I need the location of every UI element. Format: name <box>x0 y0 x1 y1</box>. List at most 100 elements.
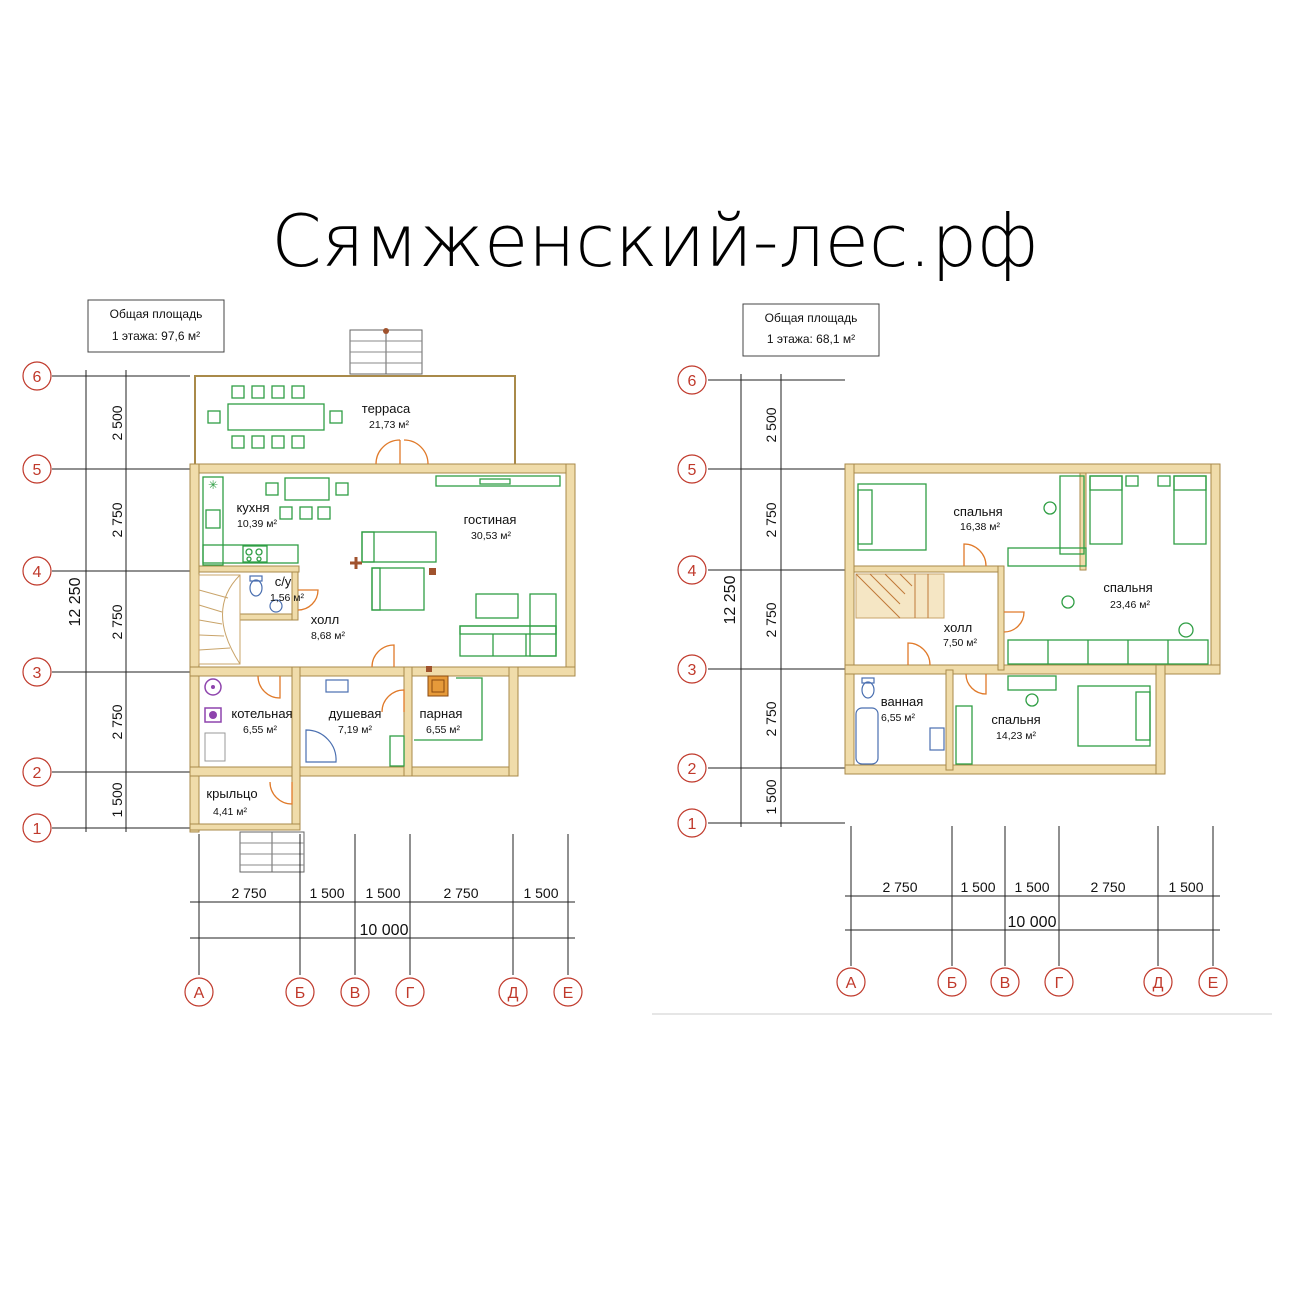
room-steam-area: 6,55 м² <box>426 724 461 736</box>
floor1-room-labels: терраса 21,73 м² кухня 10,39 м² гостиная… <box>206 401 516 818</box>
floor1-column-axes: А Б В Г Д Е <box>184 977 583 1007</box>
room-terrace-area: 21,73 м² <box>369 419 409 431</box>
f2-hdim-4: 2 750 <box>1090 879 1125 895</box>
room-wc-name: с/у <box>275 574 292 589</box>
f2-axis-5: 5 <box>688 462 697 479</box>
terrace-dining-set <box>207 385 343 449</box>
room-boiler-name: котельная <box>231 706 292 721</box>
room-steam-name: парная <box>420 706 463 721</box>
f2-vdim-total: 12 250 <box>722 575 739 624</box>
floor1-wc-fixtures <box>249 575 283 613</box>
f1-hdim-5: 1 500 <box>523 885 558 901</box>
floor2-column-grid <box>845 826 1220 966</box>
light-switch-icon <box>429 568 436 575</box>
room-bedroom2-name: спальня <box>1103 580 1152 595</box>
f1-axis-B: Б <box>295 985 306 1002</box>
room-hall-name: холл <box>311 612 339 627</box>
f1-vdim-3: 2 750 <box>109 604 125 639</box>
shower-fixtures <box>305 679 349 763</box>
kitchen-furniture <box>202 476 349 566</box>
room-hall2-name: холл <box>944 620 972 635</box>
f1-vdim-5: 1 500 <box>109 782 125 817</box>
floor1-plan: Общая площадь 1 этажа: 97,6 м² 6 5 4 3 2… <box>22 299 583 1007</box>
room-living-name: гостиная <box>464 512 517 527</box>
floor2-walls <box>844 463 1221 775</box>
f1-hdim-1: 2 750 <box>231 885 266 901</box>
room-shower-area: 7,19 м² <box>338 724 373 736</box>
floor1-row-grid <box>52 370 190 832</box>
room-kitchen-name: кухня <box>236 500 269 515</box>
f2-axis-1: 1 <box>688 816 697 833</box>
room-hall2-area: 7,50 м² <box>943 637 978 649</box>
f2-hdim-total: 10 000 <box>1008 914 1057 931</box>
floor2-column-axes: А Б В Г Д Е <box>836 967 1228 997</box>
floor1-area-value: 1 этажа: 97,6 м² <box>112 329 200 343</box>
room-bath-name: ванная <box>881 694 924 709</box>
floor2-row-axes: 6 5 4 3 2 1 <box>677 365 707 838</box>
floor2-area-value: 1 этажа: 68,1 м² <box>767 332 855 346</box>
floor2-doors <box>907 543 1025 695</box>
f2-axis-A: А <box>846 975 857 992</box>
room-porch-area: 4,41 м² <box>213 806 248 818</box>
floor1-doors <box>257 439 429 805</box>
f1-vdim-total: 12 250 <box>67 577 84 626</box>
floor1-horizontal-dims: 2 750 1 500 1 500 2 750 1 500 10 000 <box>231 885 558 939</box>
f1-axis-5: 5 <box>33 462 42 479</box>
f2-vdim-1: 2 500 <box>763 407 779 442</box>
steam-room-fixtures <box>389 666 483 767</box>
terrace-stairs <box>349 328 423 375</box>
floor2-horizontal-dims: 2 750 1 500 1 500 2 750 1 500 10 000 <box>882 879 1203 931</box>
floor2-vertical-dims: 2 500 2 750 2 750 2 750 1 500 12 250 <box>722 407 779 814</box>
porch-stairs <box>239 831 305 873</box>
f1-hdim-2: 1 500 <box>309 885 344 901</box>
floor1-area-box <box>87 299 225 353</box>
room-terrace-name: терраса <box>362 401 411 416</box>
room-wc-area: 1,56 м² <box>270 592 305 604</box>
f2-axis-G: Г <box>1055 975 1064 992</box>
f1-axis-G: Г <box>406 985 415 1002</box>
f1-axis-6: 6 <box>33 369 42 386</box>
f2-hdim-3: 1 500 <box>1014 879 1049 895</box>
f1-axis-2: 2 <box>33 765 42 782</box>
floor2-bath-fixtures <box>855 677 945 765</box>
f2-axis-6: 6 <box>688 373 697 390</box>
room-porch-name: крыльцо <box>206 786 257 801</box>
floor2-area-label: Общая площадь <box>765 311 858 325</box>
f1-hdim-3: 1 500 <box>365 885 400 901</box>
room-bedroom2-area: 23,46 м² <box>1110 599 1150 611</box>
f2-axis-2: 2 <box>688 761 697 778</box>
f1-axis-3: 3 <box>33 665 42 682</box>
f2-axis-E: Е <box>1208 975 1219 992</box>
floor2-room-labels: спальня 16,38 м² спальня 23,46 м² холл 7… <box>881 504 1153 742</box>
living-furniture <box>361 475 561 657</box>
room-kitchen-area: 10,39 м² <box>237 518 277 530</box>
floor1-area-label: Общая площадь <box>110 307 203 321</box>
floor1-vertical-dims: 2 500 2 750 2 750 2 750 1 500 12 250 <box>67 405 125 817</box>
f1-vdim-2: 2 750 <box>109 502 125 537</box>
floor2-bedroom-furniture <box>857 475 1209 765</box>
room-bath-area: 6,55 м² <box>881 712 916 724</box>
f1-axis-E: Е <box>563 985 574 1002</box>
floor2-row-grid <box>708 374 845 827</box>
f1-axis-D: Д <box>508 985 519 1002</box>
f2-vdim-4: 2 750 <box>763 701 779 736</box>
f2-hdim-2: 1 500 <box>960 879 995 895</box>
floor1-row-axes: 6 5 4 3 2 1 <box>22 361 52 843</box>
room-hall-area: 8,68 м² <box>311 630 346 642</box>
f1-hdim-4: 2 750 <box>443 885 478 901</box>
f2-vdim-3: 2 750 <box>763 602 779 637</box>
f1-vdim-1: 2 500 <box>109 405 125 440</box>
room-bedroom1-name: спальня <box>953 504 1002 519</box>
f1-vdim-4: 2 750 <box>109 704 125 739</box>
floor1-walls <box>189 463 576 833</box>
f2-hdim-1: 2 750 <box>882 879 917 895</box>
room-living-area: 30,53 м² <box>471 530 511 542</box>
f1-axis-V: В <box>350 985 361 1002</box>
f2-hdim-5: 1 500 <box>1168 879 1203 895</box>
f1-axis-4: 4 <box>33 564 42 581</box>
floor2-plan: Общая площадь 1 этажа: 68,1 м² 6 5 4 3 2… <box>652 303 1272 1015</box>
f1-hdim-total: 10 000 <box>360 922 409 939</box>
site-title: Сямженский-лес.рф <box>271 199 1038 283</box>
terrace-outline <box>194 375 516 470</box>
floor2-stairs <box>855 573 945 619</box>
